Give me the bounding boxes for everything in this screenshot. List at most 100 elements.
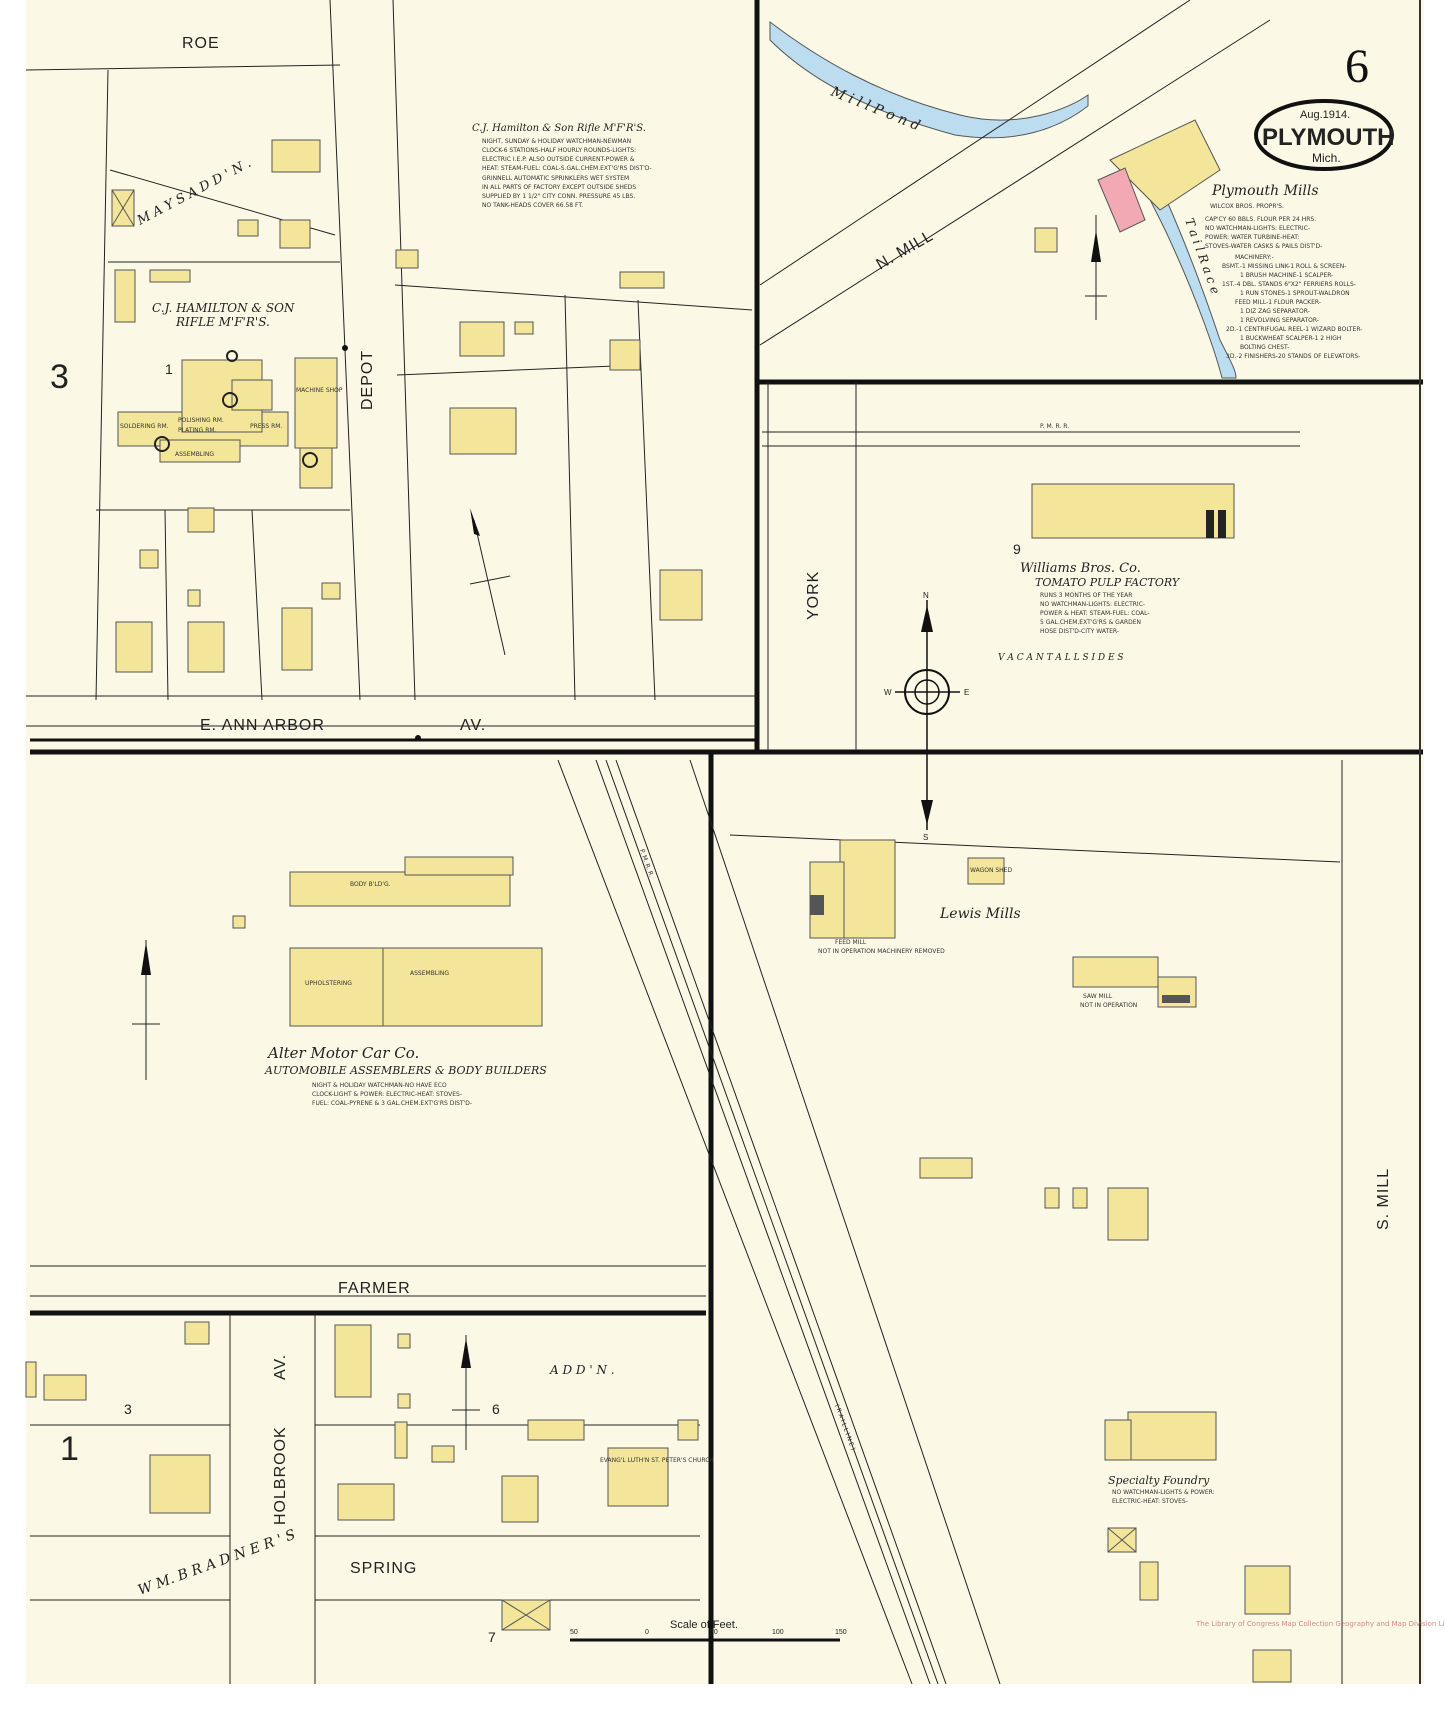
north-arrow-4: [452, 1335, 480, 1450]
library-stamp: The Library of Congress Map Collection G…: [1195, 1620, 1445, 1628]
svg-text:E: E: [964, 688, 969, 697]
specialty-foundry-title: Specialty Foundry: [1108, 1474, 1210, 1487]
svg-text:1ST.-4 DBL. STANDS 6"X2" FERRI: 1ST.-4 DBL. STANDS 6"X2" FERRIERS ROLLS-: [1222, 281, 1356, 288]
dwellings-nw: [115, 139, 703, 673]
street-s-mill: S. MILL: [1375, 1168, 1392, 1230]
machine-shop-building: [294, 357, 338, 449]
svg-text:NO WATCHMAN-LIGHTS: ELECTRIC-: NO WATCHMAN-LIGHTS: ELECTRIC-: [1040, 601, 1145, 608]
pmrr-label-1: P. M. R. R.: [1040, 423, 1069, 430]
lewis-mills-title: Lewis Mills: [939, 906, 1021, 922]
williams-notes: RUNS 3 MONTHS OF THE YEAR NO WATCHMAN-LI…: [1040, 592, 1150, 635]
svg-text:IN ALL PARTS OF FACTORY EXCEPT: IN ALL PARTS OF FACTORY EXCEPT OUTSIDE S…: [482, 184, 636, 191]
street-av: AV.: [460, 717, 486, 734]
compass-rose: N S E W: [884, 591, 969, 842]
vacant-label: V A C A N T A L L S I D E S: [998, 653, 1124, 663]
title-cartouche: [1254, 99, 1394, 171]
church-label: EVANG'L LUTH'N ST. PETER'S CHURCH: [600, 1457, 714, 1464]
svg-text:The Library of Congress Map Co: The Library of Congress Map Collection G…: [1195, 1620, 1445, 1628]
svg-text:1 RUN STONES-1 SPROUT-WALDRON: 1 RUN STONES-1 SPROUT-WALDRON: [1240, 290, 1350, 297]
adjacent-sheet-1: 1: [60, 1430, 79, 1468]
svg-text:BOLTING CHEST-: BOLTING CHEST-: [1240, 344, 1289, 351]
williams-factory: [1031, 483, 1235, 539]
plymouth-mills-buildings: [1034, 119, 1221, 253]
svg-text:ELECTRIC-HEAT: STOVES-: ELECTRIC-HEAT: STOVES-: [1112, 1498, 1188, 1505]
svg-text:NIGHT & HOLIDAY WATCHMAN-NO HA: NIGHT & HOLIDAY WATCHMAN-NO HAVE ECO: [312, 1082, 447, 1089]
street-york: YORK: [805, 571, 822, 620]
svg-text:2D.-1 CENTRIFUGAL REEL-1 WIZAR: 2D.-1 CENTRIFUGAL REEL-1 WIZARD BOLTER-: [1226, 326, 1362, 333]
north-arrow-2: [1085, 215, 1107, 320]
hamilton-notes: NIGHT, SUNDAY & HOLIDAY WATCHMAN-NEWMAN …: [482, 138, 652, 209]
svg-text:FEED MILL-1 FLOUR PACKER-: FEED MILL-1 FLOUR PACKER-: [1235, 299, 1321, 306]
alter-subtitle: AUTOMOBILE ASSEMBLERS & BODY BUILDERS: [264, 1064, 547, 1077]
svg-text:0: 0: [645, 1629, 649, 1636]
state-name: Mich.: [1312, 151, 1341, 165]
street-e-ann-arbor: E. ANN ARBOR: [200, 717, 325, 734]
street-av2: AV.: [272, 1354, 289, 1380]
svg-text:CLOCK-6 STATIONS-HALF HOURLY R: CLOCK-6 STATIONS-HALF HOURLY ROUNDS-LIGH…: [482, 147, 636, 154]
plymouth-mills-title: Plymouth Mills: [1211, 183, 1319, 199]
svg-text:BSMT.-1 MISSING LINK-1 ROLL &: BSMT.-1 MISSING LINK-1 ROLL & SCREEN-: [1222, 263, 1346, 270]
svg-text:100: 100: [772, 1629, 784, 1636]
press-label: PRESS RM.: [250, 423, 282, 430]
svg-text:50: 50: [710, 1629, 718, 1636]
assembling2-label: ASSEMBLING: [410, 970, 449, 977]
svg-text:S: S: [923, 833, 928, 842]
scale-label: Scale of Feet.: [670, 1619, 738, 1631]
svg-text:NO WATCHMAN-LIGHTS: ELECTRIC-: NO WATCHMAN-LIGHTS: ELECTRIC-: [1205, 225, 1310, 232]
street-spring: SPRING: [350, 1560, 417, 1577]
hamilton-factory: [111, 189, 338, 489]
block-number-3: 3: [124, 1401, 132, 1417]
tomato-label: TOMATO PULP FACTORY: [1035, 576, 1181, 589]
sheet-number: 6: [1345, 40, 1369, 93]
svg-text:1 REVOLVING SEPARATOR-: 1 REVOLVING SEPARATOR-: [1240, 317, 1319, 324]
north-arrow-3: [132, 940, 160, 1080]
svg-text:N: N: [923, 591, 929, 600]
dwellings-sw: [25, 1321, 699, 1631]
block-number-1: 1: [165, 361, 173, 377]
section-borders: [30, 0, 1423, 1684]
body-bldg-label: BODY B'LD'G.: [350, 881, 391, 888]
hamilton-map-label: C.J. HAMILTON & SON: [152, 301, 295, 315]
saw-mill-note: NOT IN OPERATION: [1080, 1002, 1137, 1009]
svg-text:NO TANK-HEADS COVER 66.58 FT.: NO TANK-HEADS COVER 66.58 FT.: [482, 202, 583, 209]
mill-pond: [769, 20, 1237, 379]
street-holbrook: HOLBROOK: [272, 1426, 289, 1525]
lewis-mills-buildings: [809, 839, 1197, 1241]
svg-text:STOVES-WATER CASKS & PAILS DIS: STOVES-WATER CASKS & PAILS DIST'D-: [1205, 243, 1322, 250]
machine-shop-label: MACHINE SHOP: [296, 387, 343, 394]
svg-text:POWER & HEAT: STEAM-FUEL: COAL: POWER & HEAT: STEAM-FUEL: COAL-: [1040, 610, 1150, 617]
scale-bar: Scale of Feet. 50 0 50 100 150: [570, 1619, 847, 1642]
sheet-date: Aug.1914.: [1300, 109, 1350, 121]
plating-label: PLATING RM.: [178, 427, 217, 434]
williams-block-number: 9: [1013, 541, 1021, 557]
hamilton-map-label-2: RIFLE M'F'R'S.: [175, 315, 270, 329]
street-depot: DEPOT: [359, 350, 376, 410]
wagon-shed-label: WAGON SHED: [970, 867, 1012, 874]
svg-text:RUNS 3 MONTHS OF THE YEAR: RUNS 3 MONTHS OF THE YEAR: [1040, 592, 1132, 599]
svg-text:1 BUCKWHEAT SCALPER-1 2 HIGH: 1 BUCKWHEAT SCALPER-1 2 HIGH: [1240, 335, 1341, 342]
svg-text:NIGHT, SUNDAY & HOLIDAY WATCHM: NIGHT, SUNDAY & HOLIDAY WATCHMAN-NEWMAN: [482, 138, 631, 145]
svg-text:NO WATCHMAN-LIGHTS & POWER:: NO WATCHMAN-LIGHTS & POWER:: [1112, 1489, 1215, 1496]
svg-text:W: W: [884, 688, 892, 697]
saw-mill-label: SAW MILL: [1083, 993, 1113, 1000]
svg-text:CLOCK-LIGHT & POWER: ELECTRIC-: CLOCK-LIGHT & POWER: ELECTRIC-HEAT: STOV…: [312, 1091, 462, 1098]
specialty-notes: NO WATCHMAN-LIGHTS & POWER: ELECTRIC-HEA…: [1112, 1489, 1215, 1505]
hamilton-title: C.J. Hamilton & Son Rifle M'F'R'S.: [472, 123, 646, 134]
adjacent-sheet-3: 3: [50, 358, 69, 396]
street-farmer: FARMER: [338, 1280, 411, 1297]
block-number-7: 7: [488, 1629, 496, 1645]
assembling-label: ASSEMBLING: [175, 451, 214, 458]
polishing-label: POLISHING RM.: [178, 417, 224, 424]
svg-text:GRINNELL AUTOMATIC SPRINKLERS: GRINNELL AUTOMATIC SPRINKLERS WET SYSTEM: [482, 175, 629, 182]
svg-text:150: 150: [835, 1629, 847, 1636]
svg-text:50: 50: [570, 1629, 578, 1636]
railroad-tracks: [557, 759, 1001, 1685]
north-arrow-1: [469, 508, 511, 656]
svg-text:1 DIZ ZAG SEPARATOR-: 1 DIZ ZAG SEPARATOR-: [1240, 308, 1310, 315]
street-roe: ROE: [182, 35, 220, 52]
svg-text:SUPPLIED BY 1 1/2" CITY CONN.: SUPPLIED BY 1 1/2" CITY CONN. PRESSURE 4…: [482, 193, 635, 200]
svg-text:3D.-2 FINISHERS-20 STANDS OF E: 3D.-2 FINISHERS-20 STANDS OF ELEVATORS-: [1226, 353, 1360, 360]
alter-title: Alter Motor Car Co.: [266, 1044, 419, 1062]
svg-text:1 BRUSH MACHINE-1 SCALPER-: 1 BRUSH MACHINE-1 SCALPER-: [1240, 272, 1333, 279]
lot-lines-nw: [95, 69, 753, 701]
